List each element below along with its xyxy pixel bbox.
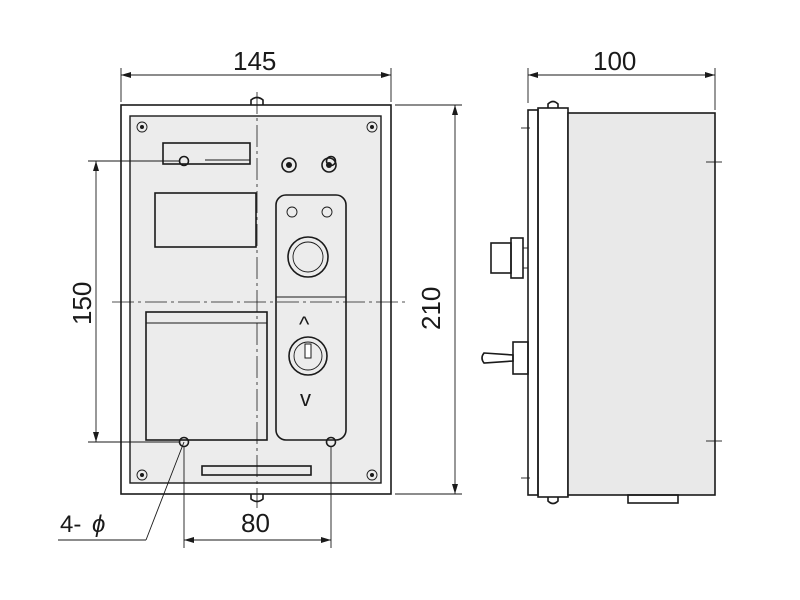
dimension-210-label: 210	[416, 287, 446, 330]
dimension-80: 80	[183, 446, 332, 548]
side-bottom-nub	[547, 497, 559, 505]
dimension-100-label: 100	[593, 46, 636, 76]
bottom-vent	[201, 465, 312, 476]
screw-bottom-left	[136, 469, 148, 481]
push-button	[287, 236, 329, 278]
dimension-100: 100	[527, 46, 716, 110]
side-door	[537, 107, 569, 498]
screw-top-right	[366, 121, 378, 133]
side-bottom-foot	[627, 494, 679, 504]
side-top-nub	[547, 100, 559, 108]
dimension-145-label: 145	[233, 46, 276, 76]
indicator-lamp-left	[281, 157, 297, 173]
side-back-plate	[527, 109, 539, 496]
dimension-150-label: 150	[67, 282, 97, 325]
screw-bottom-right	[366, 469, 378, 481]
side-body	[567, 112, 716, 496]
label-slot	[162, 142, 251, 165]
dimension-145: 145	[120, 46, 392, 102]
dimension-210: 210	[395, 104, 462, 495]
front-view: ^ v	[112, 92, 405, 508]
dimension-80-label: 80	[241, 508, 270, 538]
front-inner-cover	[129, 115, 382, 484]
hole-callout-prefix: 4-	[60, 511, 81, 538]
control-strip	[275, 194, 347, 441]
lower-panel	[145, 311, 268, 441]
mounting-hole-top-right	[325, 155, 337, 167]
selector-switch	[288, 336, 328, 376]
screw-top-left	[136, 121, 148, 133]
display-window	[154, 192, 257, 248]
front-outer-plate	[120, 104, 392, 495]
hole-callout: 4- ϕ	[58, 441, 185, 541]
side-view	[481, 100, 722, 505]
arrow-down-symbol: v	[300, 386, 311, 411]
side-push-button	[490, 237, 528, 279]
arrow-up-symbol: ^	[299, 312, 310, 337]
dimension-150: 150	[67, 160, 180, 443]
hole-callout-phi: ϕ	[92, 511, 105, 538]
side-toggle-switch	[481, 341, 529, 375]
